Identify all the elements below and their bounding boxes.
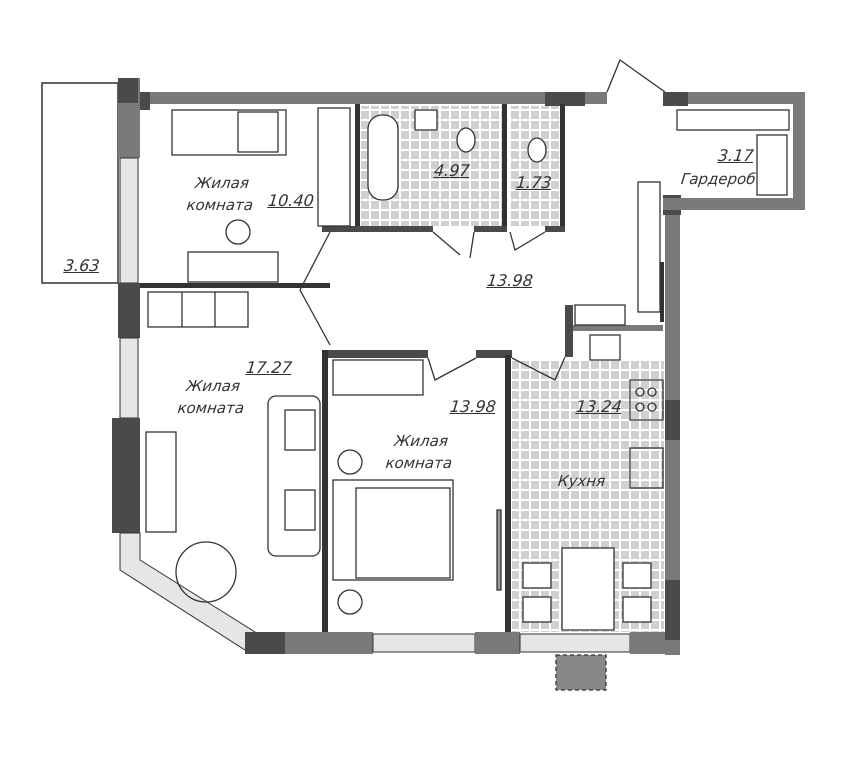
room-name-bedroom-small: Жилая комната bbox=[184, 172, 259, 216]
room-name-line1: Жилая bbox=[194, 174, 250, 192]
room-name-line1: Жилая bbox=[185, 377, 241, 395]
walls bbox=[112, 78, 805, 655]
room-name-line1: Жилая bbox=[393, 432, 449, 450]
room-name-wardrobe: Гардероб bbox=[680, 170, 757, 188]
area-kitchen: 13.24 bbox=[575, 397, 623, 416]
area-balcony: 3.63 bbox=[63, 256, 101, 275]
room-name-living: Жилая комната bbox=[170, 375, 255, 419]
area-bedroom-small: 10.40 bbox=[267, 191, 315, 210]
doors bbox=[299, 58, 666, 691]
room-name-bedroom: Жилая комната bbox=[378, 430, 463, 474]
room-name-line2: комната bbox=[176, 399, 246, 417]
area-hallway: 13.98 bbox=[486, 271, 534, 290]
room-name-kitchen: Кухня bbox=[557, 472, 607, 490]
area-toilet: 1.73 bbox=[515, 173, 553, 192]
balcony-outline bbox=[41, 82, 119, 284]
area-bathroom: 4.97 bbox=[433, 161, 471, 180]
room-name-line2: комната bbox=[384, 454, 454, 472]
area-bedroom: 13.98 bbox=[449, 397, 497, 416]
toilet-tiles bbox=[510, 106, 560, 226]
area-wardrobe: 3.17 bbox=[717, 146, 755, 165]
furniture bbox=[145, 107, 790, 631]
room-name-line2: комната bbox=[185, 196, 255, 214]
